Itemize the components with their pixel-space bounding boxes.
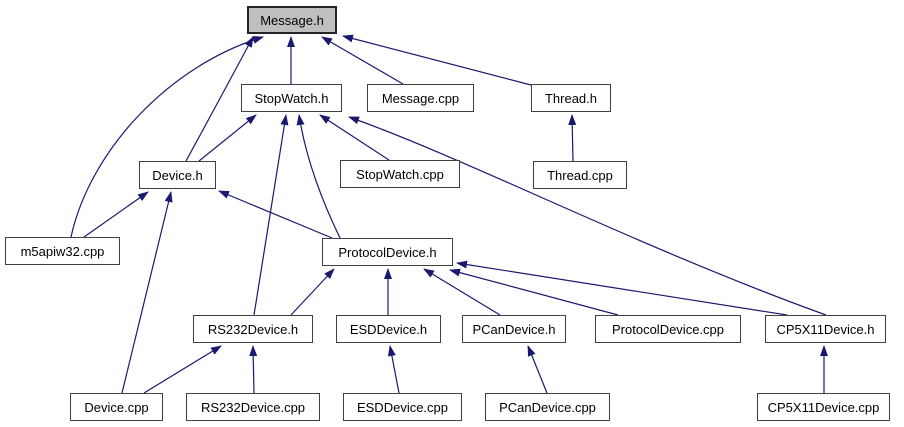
node-rs232device-cpp[interactable]: RS232Device.cpp [186, 393, 320, 421]
edge-device-cpp-to-rs232device-h [143, 345, 222, 394]
node-cp5x11device-h[interactable]: CP5X11Device.h [765, 315, 886, 343]
edge-cp5x11device-h-to-protocoldevice-h [456, 260, 788, 316]
node-thread-cpp[interactable]: Thread.cpp [533, 161, 627, 189]
edge-stopwatch-cpp-to-stopwatch-h [319, 114, 390, 161]
edge-thread-h-to-message-h [342, 34, 532, 86]
node-stopwatch-h[interactable]: StopWatch.h [241, 84, 342, 112]
edge-protocoldevice-h-to-device-h [218, 190, 333, 239]
node-esddevice-cpp[interactable]: ESDDevice.cpp [343, 393, 462, 421]
node-pcandevice-cpp[interactable]: PCanDevice.cpp [485, 393, 610, 421]
edge-message-cpp-to-message-h [321, 36, 404, 85]
node-message-cpp[interactable]: Message.cpp [367, 84, 474, 112]
edge-device-h-to-stopwatch-h [198, 114, 257, 162]
edge-protocoldevice-h-to-stopwatch-h [296, 114, 341, 239]
edge-protocoldevice-cpp-to-protocoldevice-h [449, 268, 619, 316]
node-device-h[interactable]: Device.h [139, 161, 216, 189]
node-rs232device-h[interactable]: RS232Device.h [193, 315, 313, 343]
edge-cp5x11device-h-to-stopwatch-h [348, 116, 827, 316]
node-pcandevice-h[interactable]: PCanDevice.h [462, 315, 566, 343]
edge-pcandevice-cpp-to-pcandevice-h [527, 345, 548, 394]
edge-m5apiw32-cpp-to-device-h [83, 191, 149, 238]
node-protocoldevice-h[interactable]: ProtocolDevice.h [322, 238, 453, 266]
edge-rs232device-h-to-stopwatch-h [253, 114, 289, 316]
node-device-cpp[interactable]: Device.cpp [70, 393, 163, 421]
edge-esddevice-cpp-to-esddevice-h [387, 345, 400, 394]
node-message-h[interactable]: Message.h [247, 6, 337, 34]
edge-m5apiw32-cpp-to-message-h [70, 36, 264, 238]
edge-thread-cpp-to-thread-h [568, 114, 577, 162]
node-esddevice-h[interactable]: ESDDevice.h [336, 315, 441, 343]
node-protocoldevice-cpp[interactable]: ProtocolDevice.cpp [595, 315, 741, 343]
node-m5apiw32-cpp[interactable]: m5apiw32.cpp [5, 237, 120, 265]
edge-rs232device-cpp-to-rs232device-h [249, 345, 258, 394]
node-stopwatch-cpp[interactable]: StopWatch.cpp [340, 160, 460, 188]
edge-rs232device-h-to-protocoldevice-h [290, 268, 335, 316]
edge-device-h-to-message-h [185, 36, 254, 162]
edge-pcandevice-h-to-protocoldevice-h [423, 268, 501, 316]
edge-device-cpp-to-device-h [121, 191, 173, 394]
node-thread-h[interactable]: Thread.h [531, 84, 611, 112]
node-cp5x11device-cpp[interactable]: CP5X11Device.cpp [757, 393, 890, 421]
